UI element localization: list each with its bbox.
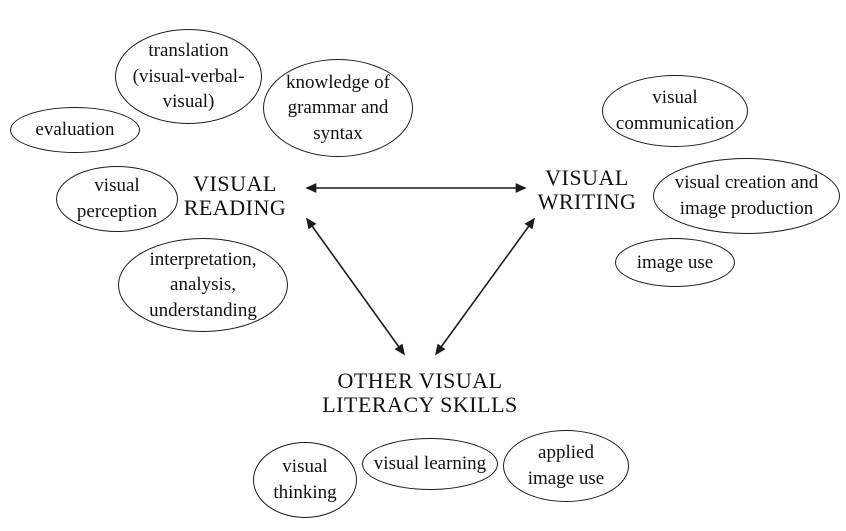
bubble-image-use: image use <box>615 238 735 287</box>
bubble-visual-thinking: visual thinking <box>253 442 357 518</box>
node-visual-writing: VISUAL WRITING <box>537 165 637 215</box>
bubble-visual-perception: visual perception <box>56 166 178 232</box>
bubble-visual-creation-image-production: visual creation and image production <box>653 158 840 234</box>
bubble-translation: translation (visual-verbal- visual) <box>115 29 262 124</box>
bubble-applied-image-use: applied image use <box>503 430 629 502</box>
bubble-evaluation: evaluation <box>10 107 140 153</box>
bubble-knowledge-grammar-syntax: knowledge of grammar and syntax <box>263 59 413 157</box>
bubble-interpretation-analysis-understanding: interpretation, analysis, understanding <box>118 238 288 332</box>
bubble-visual-learning: visual learning <box>362 438 498 490</box>
bubble-visual-communication: visual communication <box>602 75 748 147</box>
node-other-visual-literacy-skills: OTHER VISUAL LITERACY SKILLS <box>322 368 518 418</box>
arrow-reading-other <box>306 217 405 356</box>
arrow-writing-other <box>435 217 535 356</box>
node-visual-reading: VISUAL READING <box>183 171 287 221</box>
